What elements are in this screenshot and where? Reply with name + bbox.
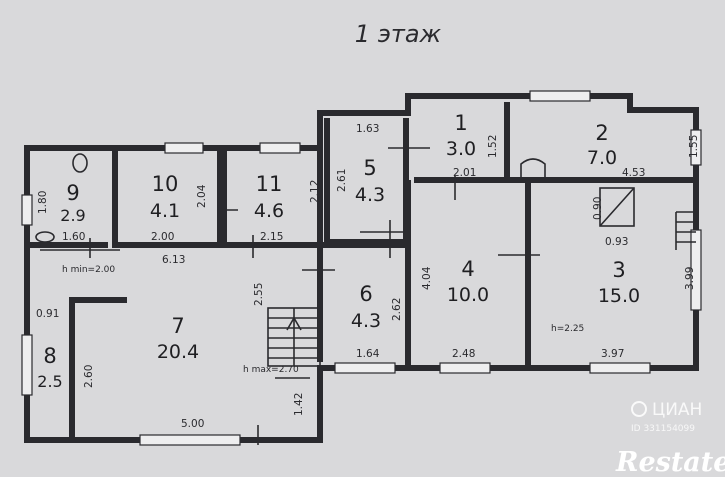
dimension-label: 2.15 (260, 231, 283, 243)
dimension-label: 2.12 (309, 180, 321, 203)
window (21, 194, 33, 226)
toilet-icon (72, 153, 88, 173)
height-note: h max=2.70 (243, 365, 299, 375)
room-labels: 1 3.0 2 7.0 3 15.0 4 10.0 5 4.3 6 4.3 7 … (37, 111, 640, 391)
door-markers (40, 147, 540, 445)
staircase-icon (267, 307, 321, 367)
dimension-label: 2.61 (336, 169, 348, 192)
window (589, 362, 651, 374)
height-note: h=2.25 (551, 324, 584, 334)
room-7-number: 7 (171, 314, 184, 338)
room-11-number: 11 (256, 172, 283, 196)
sink-icon (35, 231, 55, 243)
room-3-number: 3 (612, 258, 625, 282)
watermark-id: ID 331154099 (631, 424, 695, 434)
window (439, 362, 491, 374)
room-9-area: 2.9 (60, 206, 85, 225)
window (529, 90, 591, 102)
height-notes: h min=2.00 h max=2.70 h=2.25 (62, 265, 584, 375)
room-9-number: 9 (66, 181, 79, 205)
dimension-label: 0.90 (592, 197, 604, 220)
window (164, 142, 204, 154)
dimension-label: 3.97 (601, 348, 624, 360)
dimension-label: 2.00 (151, 231, 174, 243)
window (21, 334, 33, 396)
dimension-label: 0.91 (36, 308, 59, 320)
dimension-label: 1.60 (62, 231, 85, 243)
dimension-label: 2.60 (83, 365, 95, 388)
dimension-label: 2.04 (196, 184, 208, 208)
room-6-area: 4.3 (351, 310, 381, 332)
outer-walls (24, 93, 699, 443)
dimension-label: 1.52 (487, 135, 499, 158)
sink-icon (520, 158, 546, 178)
room-6-number: 6 (359, 282, 372, 306)
dimension-label: 6.13 (162, 254, 185, 266)
brand-mark: Restate (615, 447, 725, 477)
room-4-number: 4 (461, 257, 474, 281)
dimension-label: 5.00 (181, 418, 204, 430)
window (690, 229, 702, 311)
dimension-label: 4.53 (622, 167, 645, 179)
room-3-area: 15.0 (598, 285, 640, 307)
room-5-area: 4.3 (355, 184, 385, 206)
dimension-label: 2.62 (391, 298, 403, 321)
height-note: h min=2.00 (62, 265, 115, 275)
watermark-logo: ЦИАН (652, 400, 702, 420)
room-8-area: 2.5 (37, 372, 62, 391)
interior-walls (27, 102, 696, 440)
fixtures (35, 153, 696, 367)
room-7-area: 20.4 (157, 341, 199, 363)
exterior-stair-icon (675, 211, 696, 250)
room-4-area: 10.0 (447, 284, 489, 306)
dimension-label: 1.80 (37, 191, 49, 214)
watermark: ЦИАН ID 331154099 Restate (615, 400, 725, 477)
dimension-label: 3.99 (684, 267, 696, 290)
room-5-number: 5 (363, 156, 376, 180)
dimension-labels: 1.63 1.52 1.55 2.01 4.53 2.61 2.04 2.12 … (36, 123, 700, 430)
room-2-number: 2 (595, 121, 608, 145)
room-10-area: 4.1 (150, 200, 180, 222)
cian-logo-icon (631, 401, 647, 417)
dimension-label: 1.64 (356, 348, 380, 360)
windows (21, 90, 702, 446)
room-8-number: 8 (43, 344, 56, 368)
window (690, 129, 702, 166)
room-1-number: 1 (454, 111, 467, 135)
room-1-area: 3.0 (446, 138, 476, 160)
room-2-area: 7.0 (587, 147, 617, 169)
window (139, 434, 241, 446)
window (259, 142, 301, 154)
dimension-label: 2.55 (253, 283, 265, 306)
plan-title: 1 этаж (355, 20, 442, 48)
dimension-label: 0.93 (605, 236, 628, 248)
window (334, 362, 396, 374)
dimension-label: 2.48 (452, 348, 475, 360)
dimension-label: 1.55 (688, 135, 700, 158)
room-10-number: 10 (152, 172, 179, 196)
room-11-area: 4.6 (254, 200, 284, 222)
dimension-label: 1.63 (356, 123, 379, 135)
dimension-label: 1.42 (293, 393, 305, 416)
boiler-icon (599, 187, 635, 227)
dimension-label: 4.04 (421, 266, 433, 290)
dimension-label: 2.01 (453, 167, 476, 179)
